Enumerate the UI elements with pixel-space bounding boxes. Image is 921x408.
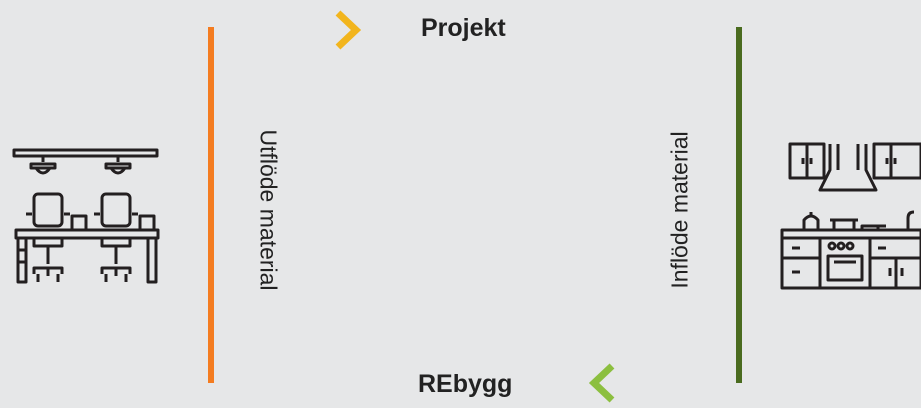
node-projekt: Projekt (421, 14, 506, 42)
inflow-arrow (584, 27, 742, 403)
outflow-arrow (208, 10, 365, 386)
outflow-label: Utflöde material (255, 129, 282, 291)
node-rebygg: REbygg (418, 370, 513, 398)
inflow-label: Inflöde material (666, 131, 693, 289)
kitchen-icon (780, 142, 921, 290)
arrowhead-left-icon (588, 363, 615, 403)
office-desks-icon (12, 148, 160, 284)
arrowhead-right-icon (335, 10, 362, 50)
